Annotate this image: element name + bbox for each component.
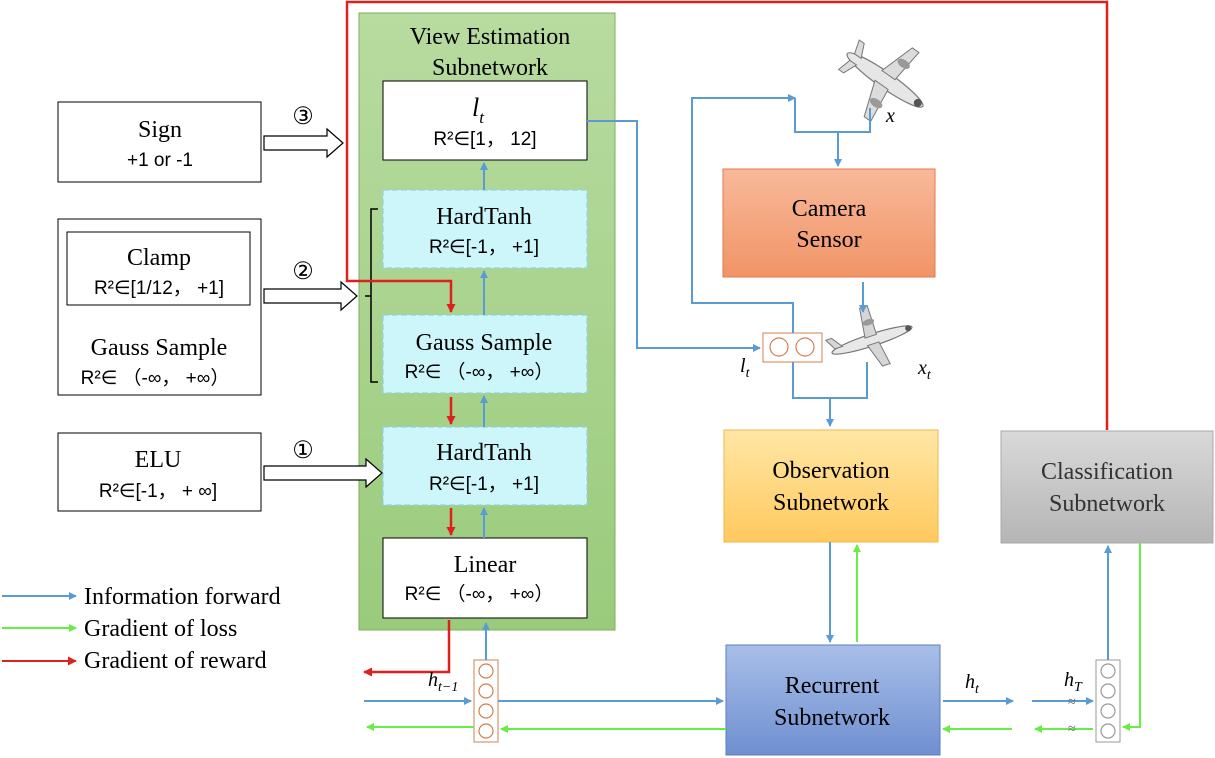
xt-label: xt bbox=[917, 357, 932, 383]
view-internal-arrows bbox=[446, 162, 488, 538]
view-estimation-title-1: View Estimation bbox=[410, 24, 571, 50]
hardtanh-top-box: HardTanh R²∈[-1， +1] bbox=[382, 189, 588, 269]
step-1-label: ① bbox=[292, 438, 314, 464]
h-prev-node bbox=[473, 659, 499, 743]
camera-line1: Camera bbox=[792, 196, 867, 222]
view-estimation-title-2: Subnetwork bbox=[432, 55, 548, 81]
hardtanh-top-label: HardTanh bbox=[436, 204, 532, 230]
h-final-node bbox=[1095, 659, 1121, 743]
clamp-inner-box bbox=[66, 231, 251, 306]
lt-node-label: lt bbox=[740, 355, 751, 381]
clamp-gauss-box: Clamp R²∈[1/12， +1] Gauss Sample R²∈ （-∞… bbox=[57, 218, 262, 396]
elu-box: ELU R²∈[-1， + ∞] bbox=[57, 432, 262, 512]
sign-box: Sign +1 or -1 bbox=[57, 101, 262, 183]
obs-recurrent-arrows bbox=[826, 542, 861, 643]
elu-range: R²∈[-1， + ∞] bbox=[99, 481, 217, 502]
observation-line2: Subnetwork bbox=[773, 490, 889, 516]
gauss-sample-box: Gauss Sample R²∈ （-∞， +∞） bbox=[382, 314, 588, 394]
camera-line2: Sensor bbox=[796, 227, 861, 253]
linear-range: R²∈ （-∞， +∞） bbox=[405, 583, 554, 605]
bottom-flow-lines: ≈ ≈ bbox=[364, 543, 1141, 737]
linear-box: Linear R²∈ （-∞， +∞） bbox=[382, 537, 588, 619]
break-mark-1: ≈ bbox=[1068, 695, 1076, 710]
observation-subnetwork-box: Observation Subnetwork bbox=[723, 429, 939, 543]
lt-output-box: lt R²∈[1， 12] bbox=[382, 80, 588, 161]
reward-gradient-loop bbox=[345, 0, 1109, 677]
observation-line1: Observation bbox=[772, 458, 889, 484]
recurrent-line2: Subnetwork bbox=[774, 705, 890, 731]
step-2-label: ② bbox=[292, 259, 314, 285]
plane-top-icon bbox=[837, 39, 924, 123]
arrow-2 bbox=[263, 280, 358, 312]
lt-range: R²∈[1， 12] bbox=[433, 129, 536, 150]
break-mark-2: ≈ bbox=[1068, 722, 1076, 737]
hardtanh-top-range: R²∈[-1， +1] bbox=[429, 237, 539, 258]
hollow-arrows: ③ ② ① bbox=[263, 104, 383, 489]
sign-title: Sign bbox=[138, 117, 182, 143]
gauss-sample-range: R²∈ （-∞， +∞） bbox=[405, 361, 554, 383]
recurrent-line1: Recurrent bbox=[785, 673, 880, 699]
clamp-title: Clamp bbox=[127, 245, 191, 271]
arrow-3 bbox=[263, 127, 344, 159]
legend-loss-label: Gradient of loss bbox=[84, 616, 237, 642]
h-prev-label: ht−1 bbox=[428, 669, 458, 695]
ht-label: ht bbox=[965, 671, 980, 697]
classification-line1: Classification bbox=[1041, 459, 1173, 485]
hardtanh-bottom-box: HardTanh R²∈[-1， +1] bbox=[382, 426, 588, 506]
classification-subnetwork-box: Classification Subnetwork bbox=[1000, 430, 1214, 544]
legend: Information forward Gradient of loss Gra… bbox=[2, 584, 281, 674]
camera-sensor-box: Camera Sensor bbox=[722, 168, 936, 278]
lt-label: lt bbox=[472, 93, 485, 127]
legend-info-label: Information forward bbox=[84, 584, 281, 610]
gauss-sample-label: Gauss Sample bbox=[416, 330, 553, 356]
hardtanh-bottom-label: HardTanh bbox=[436, 440, 532, 466]
gauss-left-title: Gauss Sample bbox=[91, 335, 228, 361]
bracket bbox=[365, 208, 378, 383]
elu-title: ELU bbox=[135, 447, 182, 473]
classification-line2: Subnetwork bbox=[1049, 491, 1165, 517]
sign-value: +1 or -1 bbox=[127, 150, 193, 171]
clamp-range: R²∈[1/12， +1] bbox=[94, 278, 224, 299]
plane-bottom-icon bbox=[824, 305, 913, 367]
arrow-1 bbox=[263, 457, 383, 489]
linear-label: Linear bbox=[454, 552, 517, 578]
glimpse-node bbox=[762, 332, 823, 363]
x-label: x bbox=[885, 105, 895, 127]
legend-reward-label: Gradient of reward bbox=[84, 648, 267, 674]
gauss-left-range: R²∈ （-∞， +∞） bbox=[81, 367, 230, 389]
step-3-label: ③ bbox=[292, 104, 314, 130]
recurrent-subnetwork-box: Recurrent Subnetwork bbox=[725, 644, 941, 756]
hardtanh-bottom-range: R²∈[-1， +1] bbox=[429, 474, 539, 495]
h-final-label: hT bbox=[1064, 669, 1083, 695]
camera-flow-lines bbox=[587, 94, 871, 427]
